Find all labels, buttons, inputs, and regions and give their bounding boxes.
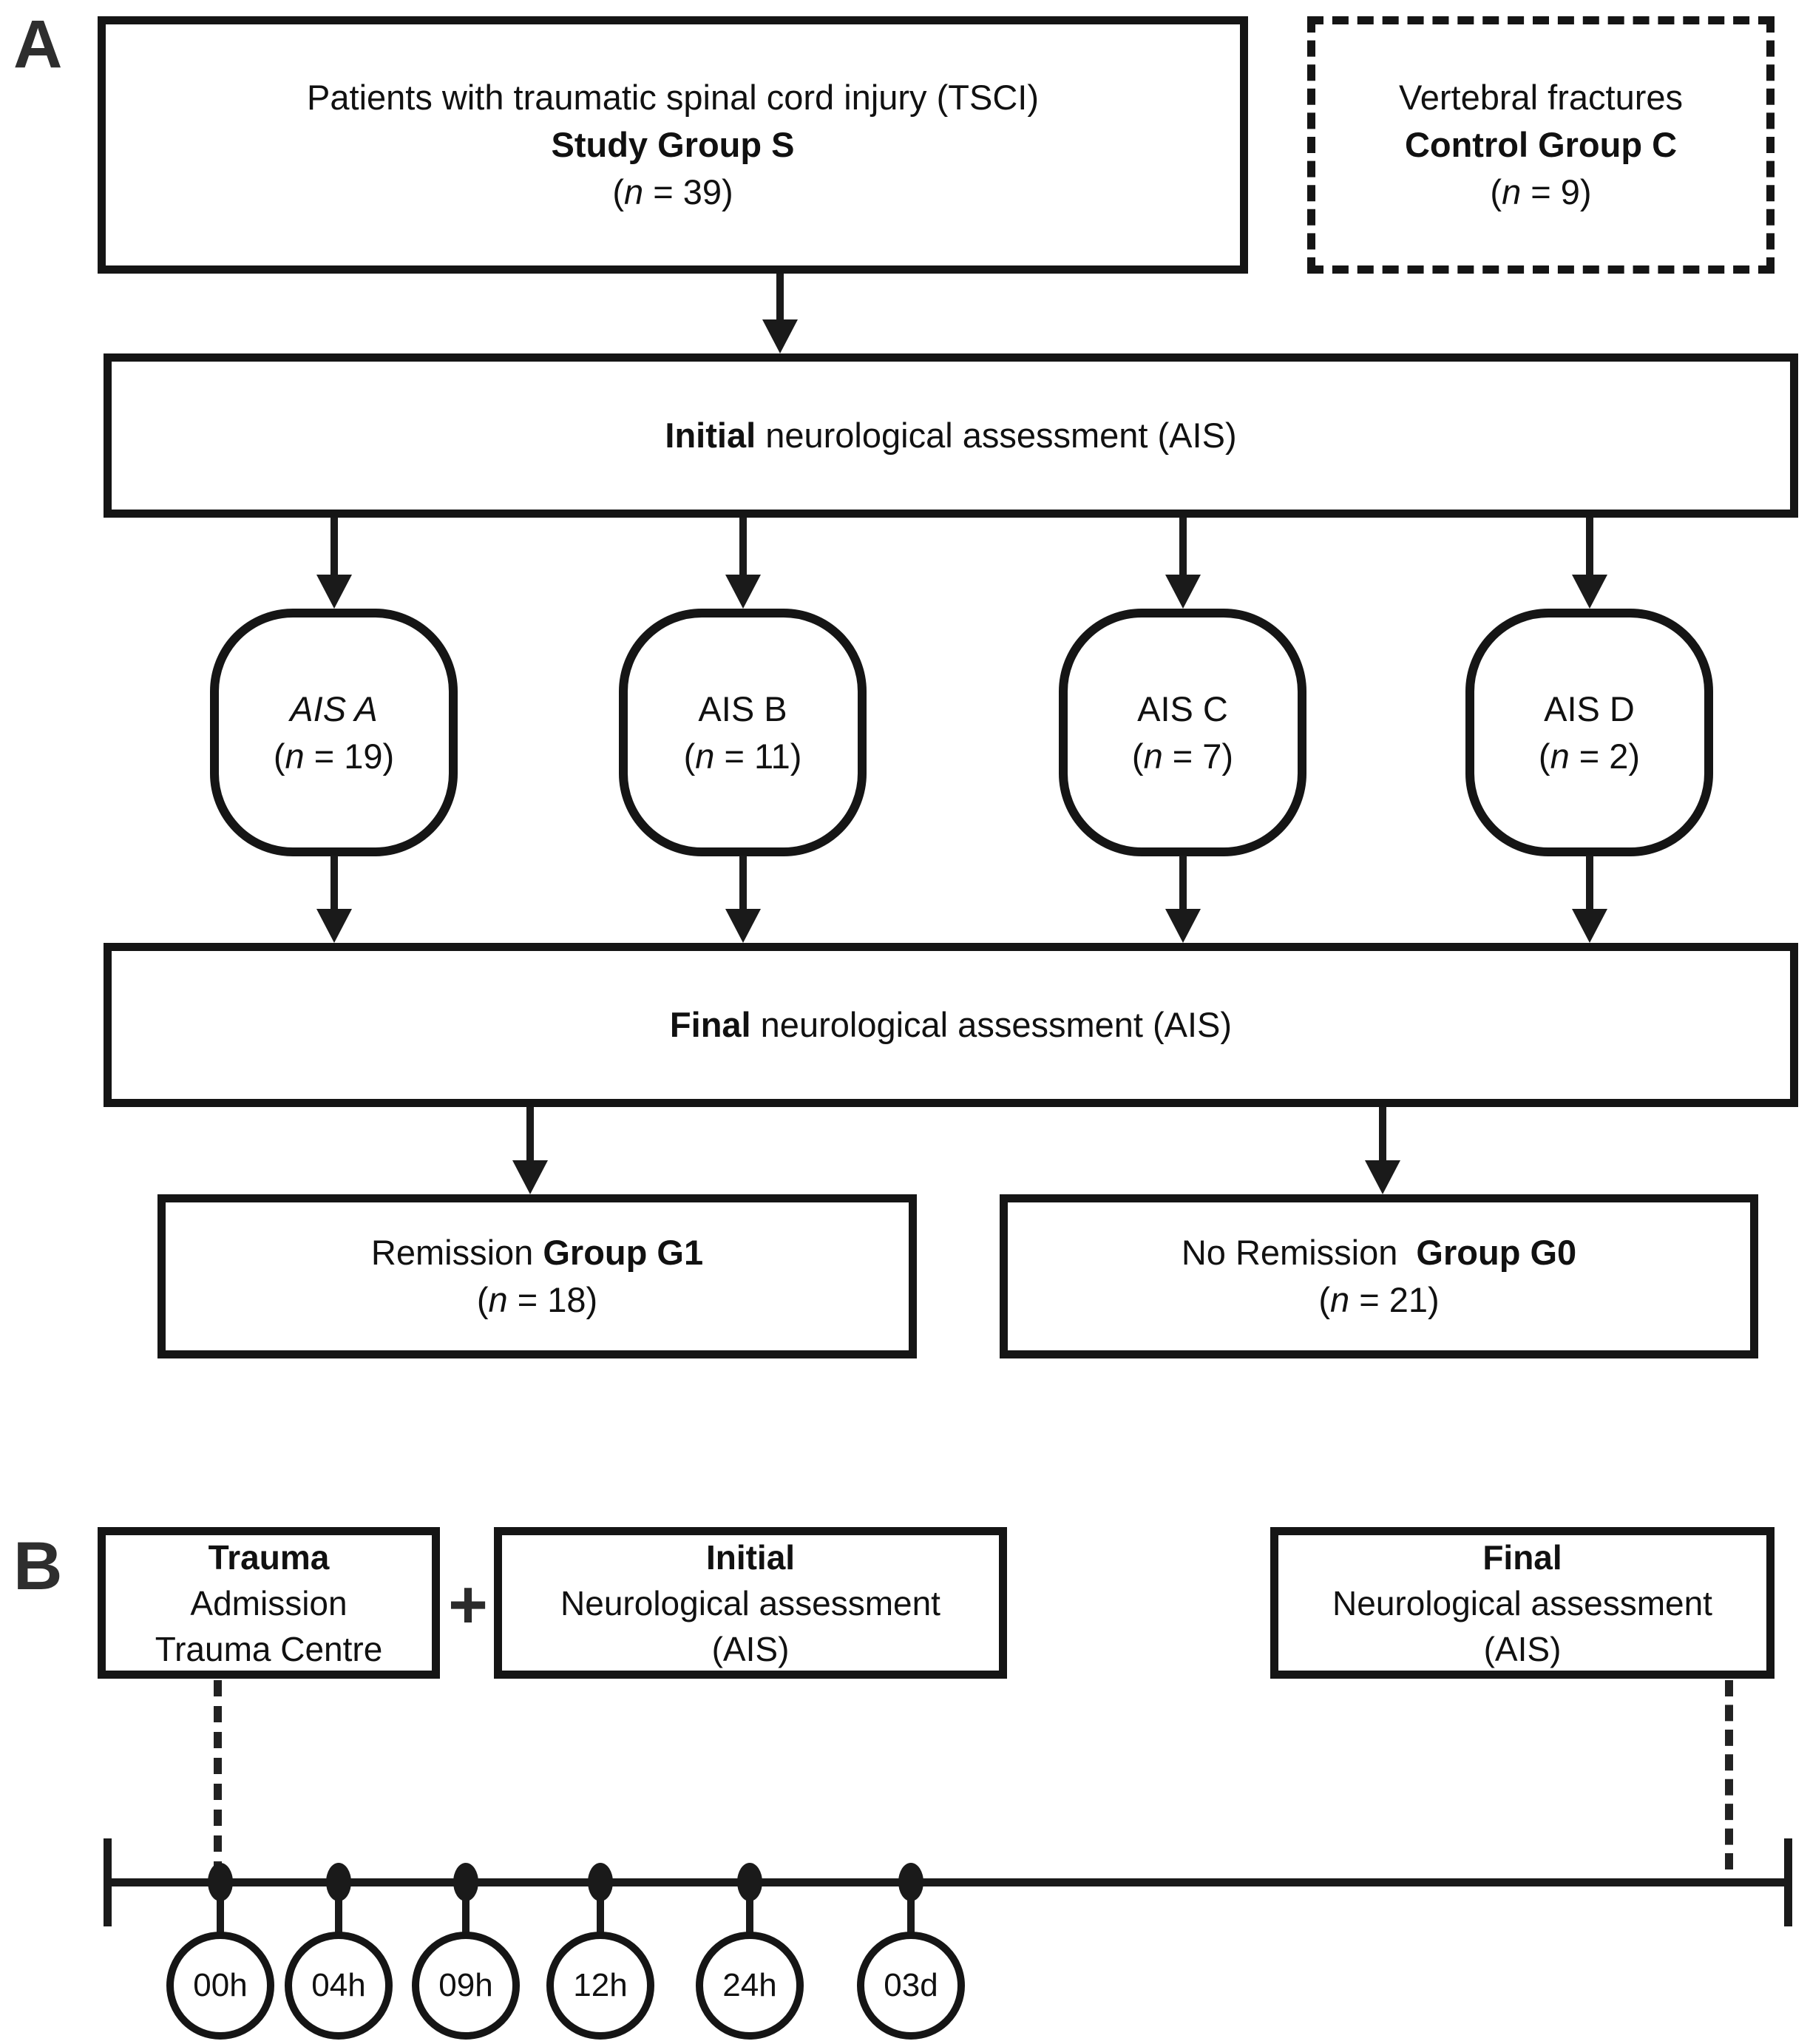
- arrow-ais-b-to-final-line: [739, 856, 747, 913]
- ais-c-title: AIS C: [1137, 688, 1228, 728]
- study-box-line1: Patients with traumatic spinal cord inju…: [307, 78, 1039, 117]
- study-box-n: (n = 39): [612, 172, 733, 211]
- study-box-line2: Study Group S: [551, 125, 795, 164]
- plus-icon: +: [448, 1566, 488, 1642]
- g0-n: (n = 21): [1318, 1280, 1440, 1319]
- final-box-text: Final neurological assessment (AIS): [669, 1005, 1233, 1044]
- trauma-line3: Trauma Centre: [155, 1629, 383, 1668]
- arrow-ais-c-to-final-line: [1179, 856, 1187, 913]
- trauma-line2: Admission: [190, 1583, 348, 1622]
- b-init-line3: (AIS): [711, 1629, 790, 1668]
- timeline-label-circle: 09h: [412, 1932, 520, 2040]
- g0-title: No Remission Group G0: [1181, 1233, 1577, 1272]
- no-remission-group-box: No Remission Group G0 (n = 21): [1000, 1194, 1758, 1358]
- dashed-connector-trauma: [214, 1680, 222, 1878]
- arrow-initial-to-ais-c-line: [1179, 518, 1187, 578]
- arrow-down-icon: [762, 319, 798, 353]
- dashed-connector-final: [1725, 1680, 1733, 1869]
- final-assessment-box-b: Final Neurological assessment (AIS): [1270, 1527, 1775, 1679]
- ais-b-node: AIS B (n = 11): [619, 609, 867, 856]
- b-final-line3: (AIS): [1483, 1629, 1562, 1668]
- timeline-label-circle: 04h: [285, 1932, 393, 2040]
- arrow-final-to-g1-line: [526, 1107, 534, 1164]
- initial-assessment-box: Initial neurological assessment (AIS): [104, 353, 1798, 518]
- arrow-initial-to-ais-b-line: [739, 518, 747, 578]
- ais-d-title: AIS D: [1544, 688, 1635, 728]
- ais-b-title: AIS B: [698, 688, 787, 728]
- timeline-axis: [104, 1878, 1792, 1886]
- arrow-initial-to-ais-d-line: [1586, 518, 1593, 578]
- timeline-label-circle: 12h: [546, 1932, 654, 2040]
- arrow-final-to-g0-line: [1379, 1107, 1386, 1164]
- arrow-down-icon: [725, 909, 761, 943]
- timeline-stem: [746, 1882, 753, 1938]
- timeline-stem: [597, 1882, 604, 1938]
- b-init-line2: Neurological assessment: [560, 1583, 940, 1622]
- timeline-stem: [907, 1882, 915, 1938]
- b-final-line1: Final: [1482, 1537, 1562, 1577]
- b-final-line2: Neurological assessment: [1332, 1583, 1712, 1622]
- control-box-n: (n = 9): [1490, 172, 1592, 211]
- timeline-stem: [462, 1882, 470, 1938]
- arrow-ais-a-to-final-line: [331, 856, 338, 913]
- timeline-label-circle: 24h: [696, 1932, 804, 2040]
- arrow-down-icon: [316, 909, 352, 943]
- timeline-label-circle: 03d: [857, 1932, 965, 2040]
- final-assessment-box: Final neurological assessment (AIS): [104, 943, 1798, 1107]
- study-group-box: Patients with traumatic spinal cord inju…: [98, 16, 1248, 274]
- ais-d-node: AIS D (n = 2): [1465, 609, 1713, 856]
- arrow-down-icon: [316, 575, 352, 609]
- ais-b-n: (n = 11): [683, 736, 802, 776]
- g1-n: (n = 18): [476, 1280, 598, 1319]
- ais-c-n: (n = 7): [1131, 736, 1234, 776]
- trauma-admission-box: Trauma Admission Trauma Centre: [98, 1527, 440, 1679]
- arrow-down-icon: [1572, 909, 1607, 943]
- timeline-stem: [335, 1882, 342, 1938]
- trauma-line1: Trauma: [208, 1537, 330, 1577]
- ais-a-n: (n = 19): [273, 736, 395, 776]
- timeline-stem: [217, 1882, 224, 1938]
- control-box-line1: Vertebral fractures: [1398, 78, 1683, 117]
- control-box-line2: Control Group C: [1404, 125, 1678, 164]
- arrow-down-icon: [512, 1160, 548, 1194]
- panel-a-label: A: [13, 7, 63, 82]
- arrow-ais-d-to-final-line: [1586, 856, 1593, 913]
- control-group-box: Vertebral fractures Control Group C (n =…: [1307, 16, 1775, 274]
- initial-assessment-box-b: Initial Neurological assessment (AIS): [494, 1527, 1007, 1679]
- arrow-down-icon: [1365, 1160, 1400, 1194]
- arrow-down-icon: [1165, 575, 1201, 609]
- timeline-start-cap: [104, 1838, 112, 1926]
- panel-b-label: B: [13, 1529, 63, 1604]
- arrow-down-icon: [1572, 575, 1607, 609]
- ais-a-title: AIS A: [290, 688, 378, 728]
- arrow-initial-to-ais-a-line: [331, 518, 338, 578]
- ais-a-node: AIS A (n = 19): [210, 609, 458, 856]
- ais-c-node: AIS C (n = 7): [1059, 609, 1306, 856]
- timeline-label-circle: 00h: [166, 1932, 274, 2040]
- remission-group-box: Remission Group G1 (n = 18): [157, 1194, 917, 1358]
- g1-title: Remission Group G1: [370, 1233, 704, 1272]
- ais-d-n: (n = 2): [1538, 736, 1641, 776]
- initial-box-text: Initial neurological assessment (AIS): [665, 416, 1237, 455]
- b-init-line1: Initial: [705, 1537, 796, 1577]
- arrow-down-icon: [1165, 909, 1201, 943]
- arrow-study-to-initial-line: [776, 274, 784, 323]
- arrow-down-icon: [725, 575, 761, 609]
- timeline-end-cap: [1784, 1838, 1792, 1926]
